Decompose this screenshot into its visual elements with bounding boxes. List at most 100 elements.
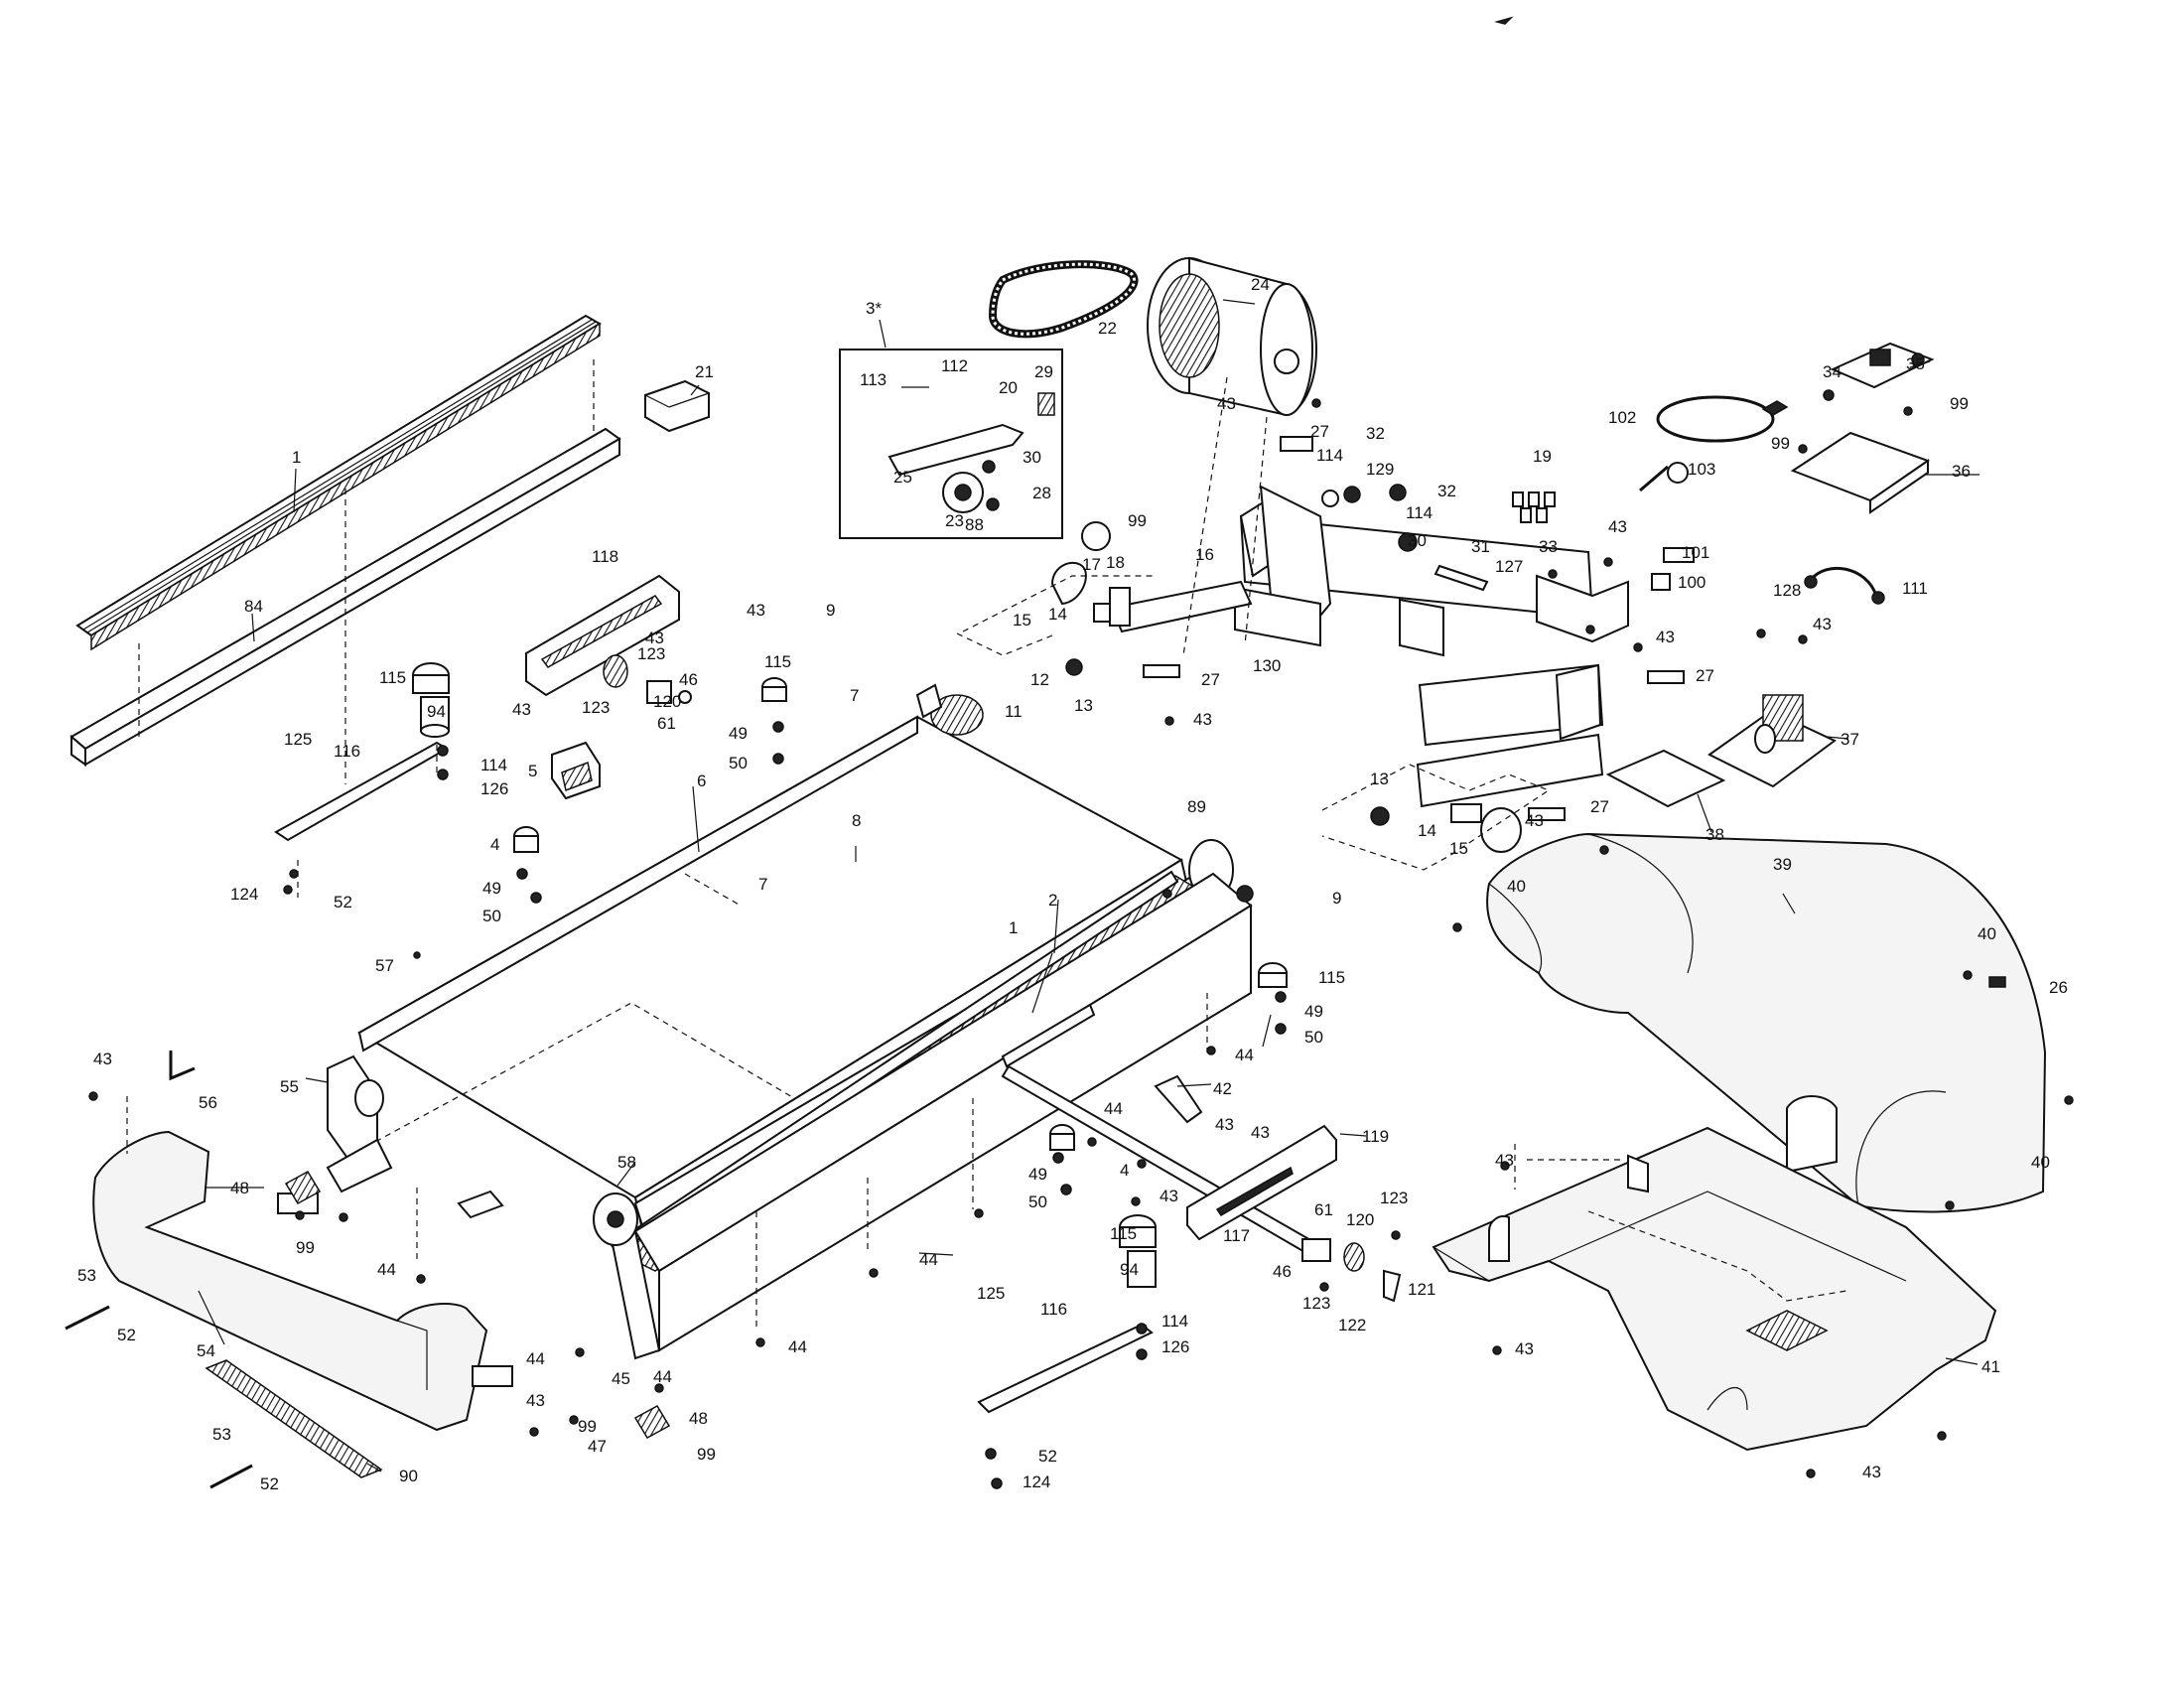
callout-label-103: 103 xyxy=(1688,460,1715,479)
callout-label-24: 24 xyxy=(1251,275,1270,294)
callout-label-38: 38 xyxy=(1706,825,1724,844)
callout-label-84: 84 xyxy=(244,597,263,616)
callout-label-44: 44 xyxy=(653,1367,672,1386)
callout-label-33: 33 xyxy=(1539,537,1558,556)
bracket-33 xyxy=(1536,574,1629,643)
callout-label-43: 43 xyxy=(526,1391,545,1410)
callout-label-47: 47 xyxy=(588,1437,607,1456)
roller-15-right xyxy=(1480,807,1522,853)
adjuster-61-right xyxy=(1301,1238,1402,1303)
callout-label-123: 123 xyxy=(637,644,665,663)
callout-label-53: 53 xyxy=(77,1266,96,1285)
bracket-42 xyxy=(1154,1074,1203,1124)
plate-116-right xyxy=(977,1323,1154,1414)
callout-label-37: 37 xyxy=(1841,730,1859,749)
callout-label-119: 119 xyxy=(1362,1127,1389,1146)
callout-label-43: 43 xyxy=(1525,811,1544,830)
callout-label-99: 99 xyxy=(296,1238,315,1257)
drive-belt-22 xyxy=(988,260,1139,339)
callout-label-43: 43 xyxy=(1217,394,1236,413)
callout-label-120: 120 xyxy=(653,692,681,711)
callout-label-43: 43 xyxy=(1193,710,1212,729)
callout-label-44: 44 xyxy=(788,1337,807,1356)
nut-13-right xyxy=(1370,806,1390,826)
callout-label-40: 40 xyxy=(1978,924,1996,943)
callout-label-120: 120 xyxy=(1346,1210,1374,1229)
callout-label-46: 46 xyxy=(1273,1262,1292,1281)
callout-label-22: 22 xyxy=(1098,319,1117,338)
fitting-100 xyxy=(1651,573,1671,591)
drive-motor-24 xyxy=(1147,256,1317,417)
foot-115-low xyxy=(1119,1214,1157,1248)
callout-label-114: 114 xyxy=(1161,1312,1188,1331)
mounting-plate-36 xyxy=(1790,431,1931,514)
callout-label-4: 4 xyxy=(490,835,499,854)
callout-label-90: 90 xyxy=(399,1467,418,1485)
belt-guide-118 xyxy=(525,574,680,697)
corner-mark xyxy=(1494,16,1514,25)
callout-label-8: 8 xyxy=(852,811,861,830)
foot-94-left xyxy=(420,696,450,738)
callout-label-27: 27 xyxy=(1696,666,1714,685)
callout-label-44: 44 xyxy=(526,1349,545,1368)
callout-label-57: 57 xyxy=(375,956,394,975)
callout-label-40: 40 xyxy=(2031,1153,2050,1172)
bracket-27-b xyxy=(1143,664,1180,678)
callout-label-43: 43 xyxy=(645,629,664,647)
callout-label-99: 99 xyxy=(697,1445,716,1464)
callout-label-13: 13 xyxy=(1074,696,1093,715)
callout-label-31: 31 xyxy=(1471,537,1490,556)
callout-label-42: 42 xyxy=(1213,1079,1232,1098)
callout-label-116: 116 xyxy=(334,742,360,761)
fitting-101 xyxy=(1663,547,1695,563)
nut-32 xyxy=(1389,484,1407,501)
callout-label-1: 1 xyxy=(292,448,301,467)
plate-116-left xyxy=(274,741,449,842)
side-rail-top xyxy=(75,314,602,651)
callout-label-39: 39 xyxy=(1773,855,1792,874)
foot-115-right xyxy=(1258,962,1288,988)
callout-label-44: 44 xyxy=(1235,1046,1254,1064)
plate-38 xyxy=(1605,749,1726,808)
callout-label-44: 44 xyxy=(919,1250,938,1269)
callout-label-48: 48 xyxy=(230,1179,249,1197)
callout-label-40: 40 xyxy=(1507,877,1526,896)
callout-label-55: 55 xyxy=(280,1077,299,1096)
wrench-56 xyxy=(169,1051,196,1081)
callout-label-50: 50 xyxy=(1304,1028,1323,1047)
callout-label-113: 113 xyxy=(860,370,887,389)
callout-label-118: 118 xyxy=(592,547,618,566)
callout-label-18: 18 xyxy=(1106,553,1125,572)
frame-end-45 xyxy=(593,872,1254,1360)
callout-label-124: 124 xyxy=(1023,1473,1050,1491)
callout-label-36: 36 xyxy=(1952,462,1971,481)
inset-box-3 xyxy=(839,349,1063,539)
clip-26 xyxy=(1988,976,2006,988)
spacer-14-right xyxy=(1450,803,1482,823)
bracket-27-d xyxy=(1528,807,1566,821)
callout-label-56: 56 xyxy=(199,1093,217,1112)
callout-label-2: 2 xyxy=(1048,891,1057,910)
wire-17 xyxy=(1081,521,1111,551)
callout-label-99: 99 xyxy=(1950,394,1969,413)
callout-label-49: 49 xyxy=(1304,1002,1323,1021)
callout-label-112: 112 xyxy=(941,356,968,375)
callout-label-115: 115 xyxy=(764,652,791,671)
callout-label-43: 43 xyxy=(1251,1123,1270,1142)
callout-label-52: 52 xyxy=(1038,1447,1057,1466)
roller-11 xyxy=(915,683,984,736)
callout-label-123: 123 xyxy=(582,698,610,717)
slotted-bracket-119 xyxy=(1186,1124,1337,1241)
wire-111 xyxy=(1809,566,1878,597)
callout-label-15: 15 xyxy=(1013,611,1031,630)
callout-label-61: 61 xyxy=(657,714,676,733)
callout-label-114: 114 xyxy=(1316,446,1343,465)
callout-label-94: 94 xyxy=(427,702,446,721)
callout-label-1: 1 xyxy=(1009,918,1018,937)
callout-label-32: 32 xyxy=(1437,482,1456,500)
callout-label-124: 124 xyxy=(230,885,258,904)
callout-label-121: 121 xyxy=(1408,1280,1435,1299)
callout-label-50: 50 xyxy=(729,754,748,772)
frame-end-55 xyxy=(327,1054,384,1166)
callout-label-52: 52 xyxy=(334,893,352,912)
